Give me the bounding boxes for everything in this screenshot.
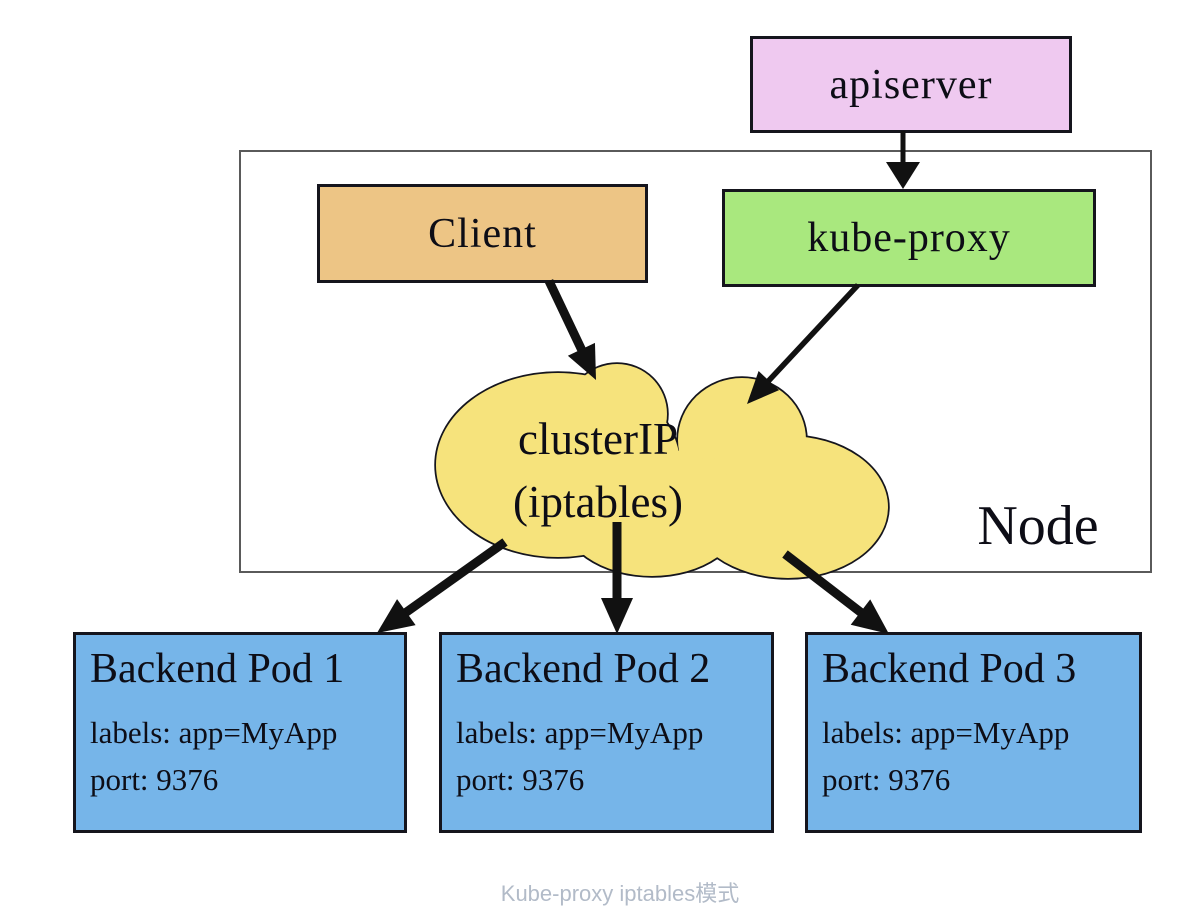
pod-labels: labels: app=MyApp xyxy=(822,715,1070,750)
pod-labels: labels: app=MyApp xyxy=(90,715,338,750)
pod-title: Backend Pod 2 xyxy=(456,646,711,692)
apiserver-box: apiserver xyxy=(750,36,1072,133)
client-box: Client xyxy=(317,184,648,283)
pod-labels: labels: app=MyApp xyxy=(456,715,704,750)
node-label: Node xyxy=(977,495,1099,557)
kube-proxy-label: kube-proxy xyxy=(807,215,1011,261)
kube-proxy-box: kube-proxy xyxy=(722,189,1096,287)
backend-pod-2: Backend Pod 2 labels: app=MyApp port: 93… xyxy=(439,632,774,833)
pod-title: Backend Pod 1 xyxy=(90,646,345,692)
pod-port: port: 9376 xyxy=(822,762,951,797)
client-label: Client xyxy=(428,210,537,257)
pod-title: Backend Pod 3 xyxy=(822,646,1077,692)
backend-pod-1: Backend Pod 1 labels: app=MyApp port: 93… xyxy=(73,632,407,833)
apiserver-label: apiserver xyxy=(829,61,993,108)
clusterip-line: clusterIP xyxy=(518,414,678,464)
pod-port: port: 9376 xyxy=(456,762,585,797)
pod-port: port: 9376 xyxy=(90,762,219,797)
clusterip-cloud-label: clusterIP (iptables) xyxy=(446,408,750,534)
figure-caption: Kube-proxy iptables模式 xyxy=(500,881,740,906)
backend-pod-3: Backend Pod 3 labels: app=MyApp port: 93… xyxy=(805,632,1142,833)
iptables-line: (iptables) xyxy=(513,477,683,527)
